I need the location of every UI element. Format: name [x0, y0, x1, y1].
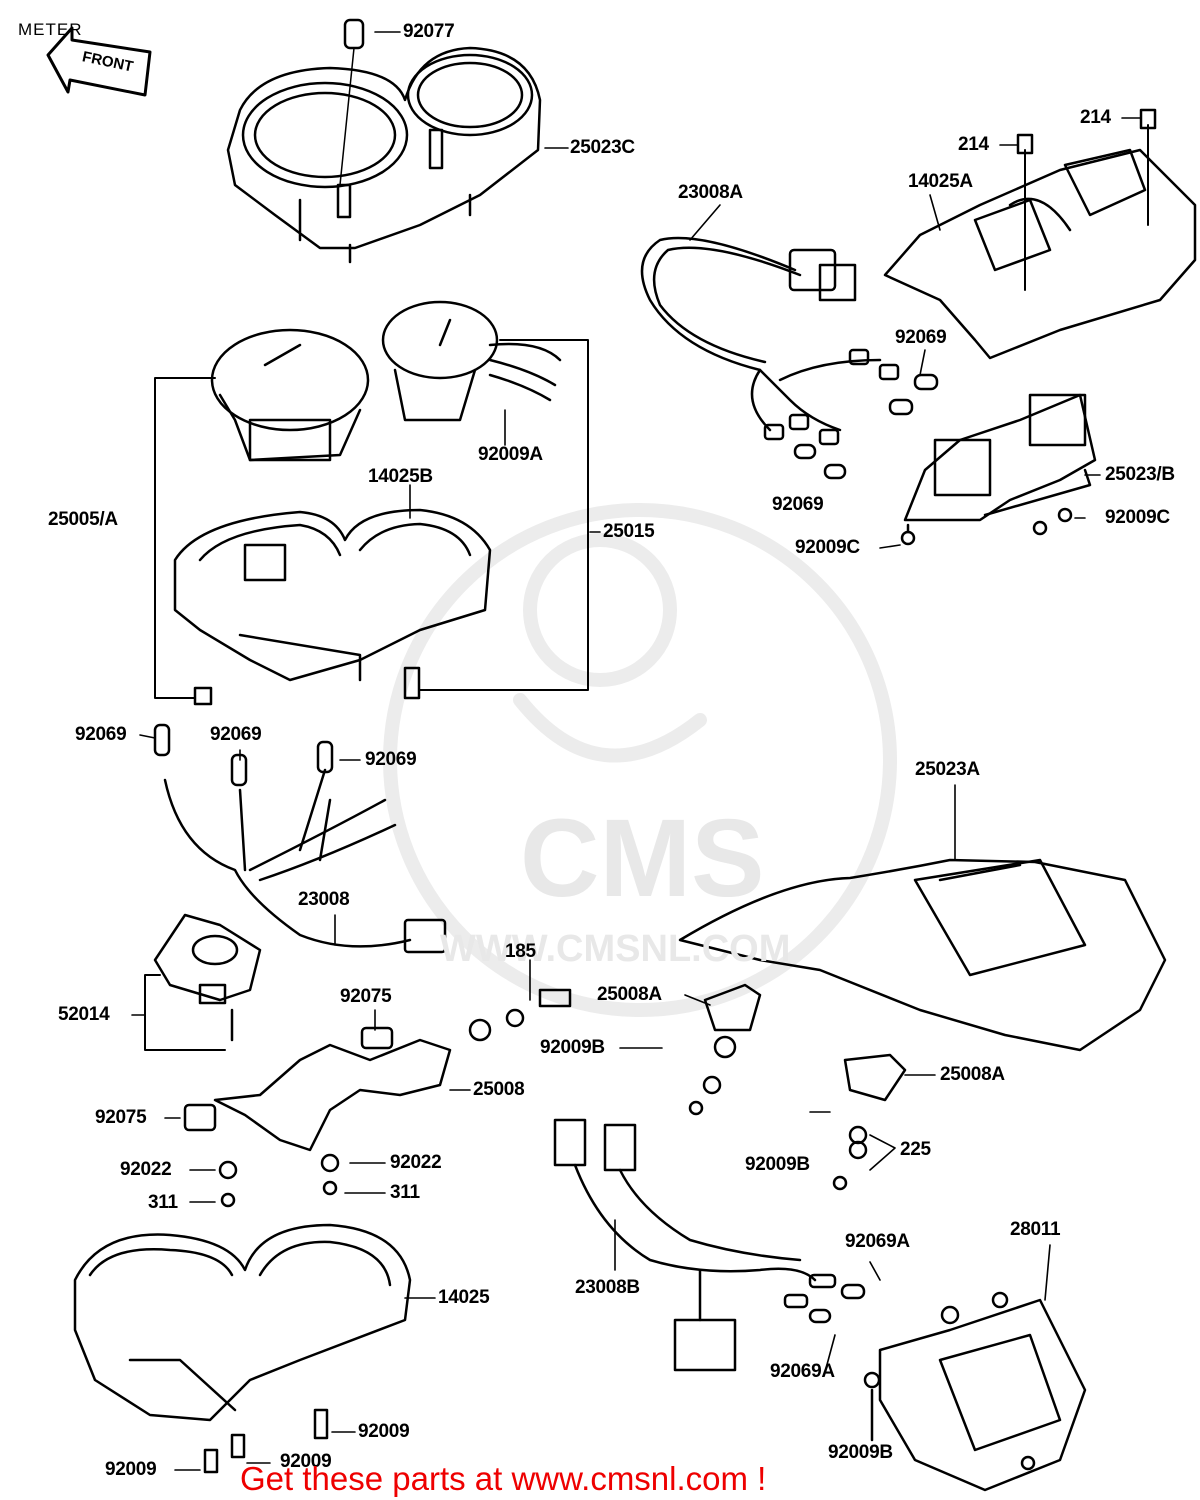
callout-23008B: 23008B [575, 1277, 640, 1298]
watermark-brand: CMS [520, 797, 765, 920]
callout-92009B-b: 92009B [745, 1154, 810, 1175]
callout-23008: 23008 [298, 889, 350, 910]
callout-92009-a: 92009 [358, 1421, 410, 1442]
callout-214-b: 214 [1080, 107, 1111, 128]
unit-28011 [878, 1291, 1087, 1492]
callout-92022-a: 92022 [120, 1159, 172, 1180]
callout-92069-c: 92069 [75, 724, 127, 745]
speedometer-gauge [210, 328, 370, 462]
callout-214-a: 214 [958, 134, 989, 155]
callout-23008A: 23008A [678, 182, 743, 203]
callout-14025A: 14025A [908, 171, 973, 192]
callout-92009B-a: 92009B [540, 1037, 605, 1058]
callout-311-b: 311 [390, 1182, 420, 1203]
callout-28011: 28011 [1010, 1219, 1061, 1240]
tachometer-gauge [381, 300, 562, 422]
callout-311-a: 311 [148, 1192, 178, 1213]
screws-92009-lower [203, 1408, 329, 1474]
wire-harness-23008A [640, 236, 900, 446]
screws-92009C [900, 507, 1073, 546]
bolt-185 [468, 988, 572, 1042]
callout-92075-b: 92075 [95, 1107, 147, 1128]
callout-92022-b: 92022 [390, 1152, 442, 1173]
callout-25023A: 25023A [915, 759, 980, 780]
callout-92009C-b: 92009C [795, 537, 860, 558]
callout-92069-d: 92069 [210, 724, 262, 745]
leader-lines [131, 31, 1141, 1471]
meter-stay-25008 [183, 1026, 452, 1208]
callout-92069-b: 92069 [772, 494, 824, 515]
bulbs-92069-upper-right [793, 373, 939, 480]
sensor-52014 [153, 913, 262, 1042]
watermark-url: WWW.CMSNL.COM [440, 928, 791, 970]
watermark-logo [383, 503, 897, 1017]
callout-25023B: 25023/B [1105, 464, 1175, 485]
callout-25015: 25015 [603, 521, 655, 542]
callout-92009B-c: 92009B [828, 1442, 893, 1463]
meter-case-14025B [173, 508, 492, 682]
footer-link-text[interactable]: Get these parts at www.cmsnl.com ! [240, 1460, 767, 1497]
cap-92077 [339, 18, 365, 186]
callout-92069A-a: 92069A [845, 1231, 910, 1252]
meter-lower-case-14025 [73, 1223, 412, 1422]
mount-25008A-right [832, 1053, 907, 1191]
mount-25008A-left [688, 983, 762, 1116]
callout-92077: 92077 [403, 21, 455, 42]
callout-92009A: 92009A [478, 444, 543, 465]
callout-14025B: 14025B [368, 466, 433, 487]
callout-25008A-b: 25008A [940, 1064, 1005, 1085]
wire-harness-23008 [153, 723, 447, 954]
indicator-panel-14025A [883, 108, 1197, 360]
callout-225: 225 [900, 1139, 931, 1160]
callout-25023C: 25023C [570, 137, 635, 158]
callout-92069-a: 92069 [895, 327, 947, 348]
bracket-52014 [144, 974, 226, 1051]
callout-92009-b: 92009 [280, 1451, 332, 1472]
meter-cowl-25023A [678, 858, 1167, 1052]
group-bracket-lines [154, 339, 589, 699]
callout-92075-a: 92075 [340, 986, 392, 1007]
screw-92009B-lower [863, 1371, 881, 1442]
page-title: METER [18, 20, 83, 39]
callout-92069A-b: 92069A [770, 1361, 835, 1382]
callout-92009-c: 92009 [105, 1459, 157, 1480]
callout-52014: 52014 [58, 1004, 110, 1025]
screws-case [193, 666, 421, 706]
meter-upper-cover-25023C [226, 46, 542, 264]
indicator-housing-25023B [903, 393, 1097, 522]
callout-92009C-a: 92009C [1105, 507, 1170, 528]
callout-92069-e: 92069 [365, 749, 417, 770]
front-arrow-icon [46, 26, 152, 97]
bulbs-92069A [808, 1283, 866, 1324]
callout-185: 185 [505, 941, 536, 962]
callout-25005A: 25005/A [48, 509, 118, 530]
callout-25008A-a: 25008A [597, 984, 662, 1005]
callout-25008: 25008 [473, 1079, 525, 1100]
callout-14025: 14025 [438, 1287, 490, 1308]
wire-harness-23008B [553, 1118, 837, 1372]
